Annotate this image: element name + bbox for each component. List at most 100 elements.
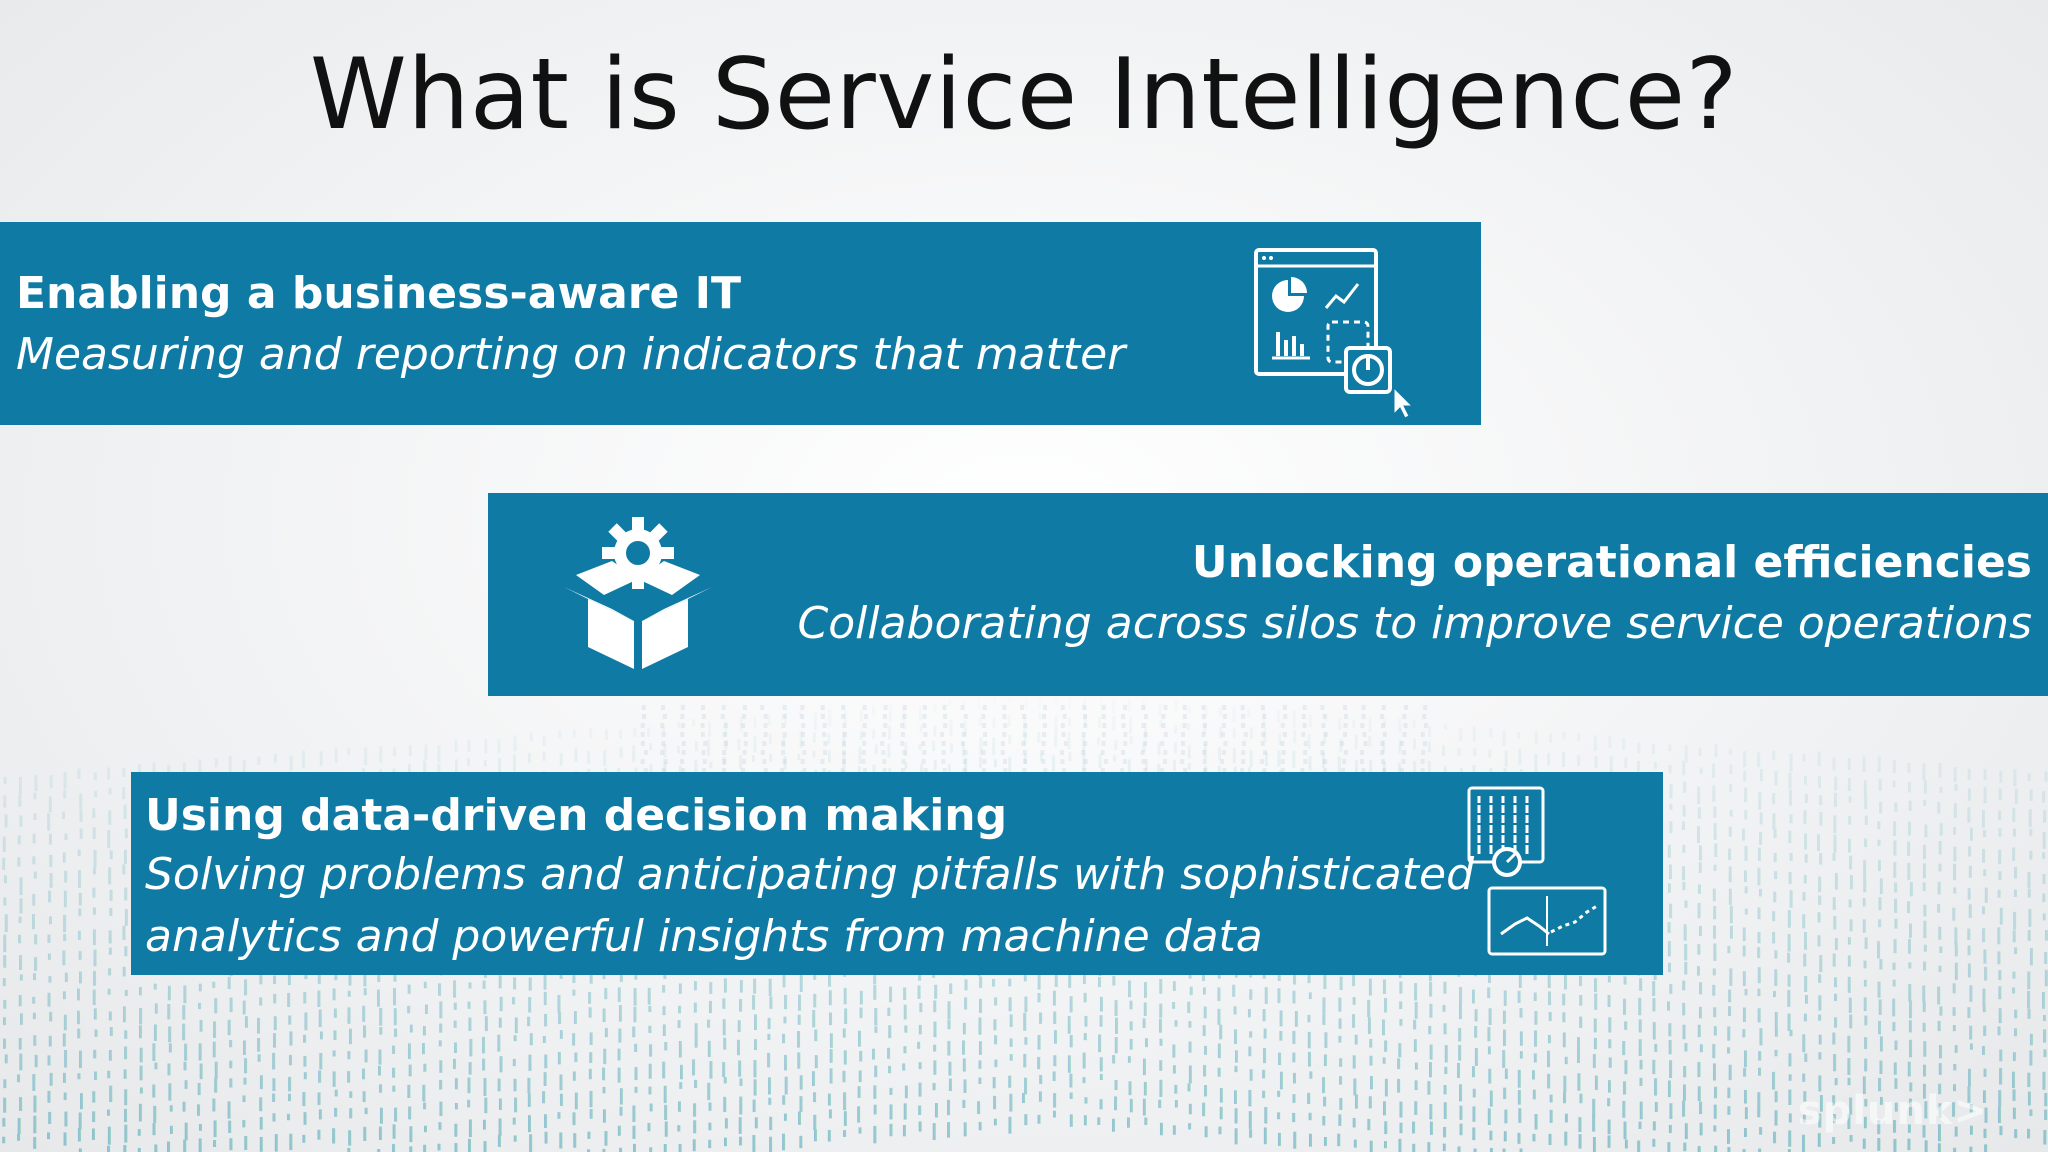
- data-texture-stroke: [139, 1007, 143, 1025]
- data-texture-stroke: [922, 714, 927, 719]
- data-texture-stroke: [559, 1132, 563, 1149]
- data-texture-stroke: [1400, 741, 1405, 746]
- data-texture-stroke: [1697, 1146, 1701, 1152]
- data-texture-stroke: [859, 710, 863, 722]
- data-texture-stroke: [1069, 1073, 1073, 1088]
- data-texture-stroke: [1669, 1060, 1673, 1079]
- data-texture-stroke: [1577, 1073, 1581, 1091]
- data-texture-stroke: [1240, 768, 1245, 773]
- data-texture-stroke: [1277, 1132, 1281, 1146]
- data-texture-stroke: [1397, 1058, 1401, 1070]
- data-texture-stroke: [288, 1093, 292, 1102]
- data-texture-stroke: [34, 774, 38, 791]
- data-texture-stroke: [62, 1033, 66, 1047]
- data-texture-stroke: [694, 760, 698, 773]
- data-texture-stroke: [92, 827, 96, 840]
- data-texture-stroke: [1624, 1139, 1628, 1149]
- data-texture-stroke: [107, 830, 111, 848]
- data-texture-stroke: [679, 1082, 683, 1089]
- data-texture-stroke: [1683, 781, 1687, 793]
- data-texture-stroke: [799, 1096, 803, 1112]
- data-texture-stroke: [1802, 1114, 1806, 1123]
- data-texture-stroke: [1818, 895, 1822, 905]
- data-texture-stroke: [1292, 990, 1296, 1004]
- data-texture-stroke: [1280, 741, 1285, 746]
- data-texture-stroke: [1053, 1093, 1057, 1108]
- data-texture-stroke: [1594, 993, 1598, 1010]
- data-texture-stroke: [722, 732, 727, 737]
- data-texture-stroke: [1162, 759, 1167, 764]
- data-texture-stroke: [17, 1118, 21, 1134]
- data-texture-stroke: [198, 1138, 202, 1152]
- data-texture-stroke: [1163, 705, 1168, 710]
- data-texture-stroke: [2027, 888, 2031, 898]
- data-texture-stroke: [183, 1139, 187, 1152]
- data-texture-stroke: [1519, 1031, 1523, 1046]
- data-texture-stroke: [379, 1007, 383, 1026]
- data-texture-stroke: [1381, 705, 1386, 710]
- data-texture-stroke: [1654, 1101, 1658, 1112]
- data-texture-stroke: [1420, 768, 1425, 773]
- data-texture-stroke: [1864, 794, 1868, 810]
- data-texture-stroke: [1729, 809, 1733, 817]
- data-texture-stroke: [1009, 1038, 1013, 1047]
- data-texture-stroke: [2029, 789, 2033, 801]
- data-texture-stroke: [1008, 694, 1012, 704]
- data-texture-stroke: [333, 1008, 337, 1018]
- data-texture-stroke: [604, 1027, 608, 1038]
- data-texture-stroke: [1054, 715, 1058, 734]
- data-texture-stroke: [544, 1131, 548, 1144]
- data-texture-stroke: [678, 983, 682, 994]
- data-texture-stroke: [228, 1120, 232, 1134]
- data-texture-stroke: [1967, 928, 1971, 940]
- data-texture-stroke: [844, 1008, 848, 1025]
- data-texture-stroke: [227, 1019, 231, 1036]
- data-texture-stroke: [4, 914, 8, 932]
- data-texture-stroke: [77, 849, 81, 857]
- data-texture-stroke: [1577, 755, 1581, 767]
- data-texture-stroke: [2014, 1028, 2018, 1037]
- band-data-driven-decisions: Using data-driven decision making Solvin…: [131, 772, 1663, 975]
- data-texture-stroke: [1081, 750, 1086, 755]
- data-texture-stroke: [1878, 1077, 1882, 1092]
- data-texture-stroke: [813, 993, 817, 1008]
- data-texture-stroke: [154, 1062, 158, 1070]
- data-texture-stroke: [1097, 716, 1101, 728]
- data-texture-stroke: [107, 1126, 111, 1145]
- data-texture-stroke: [108, 1011, 112, 1021]
- data-texture-stroke: [859, 1050, 863, 1062]
- data-texture-stroke: [1024, 1114, 1028, 1126]
- data-texture-stroke: [1342, 759, 1347, 764]
- data-texture-stroke: [2027, 773, 2031, 782]
- data-texture-stroke: [1983, 1025, 1987, 1036]
- data-texture-stroke: [1834, 792, 1838, 807]
- data-texture-stroke: [1789, 753, 1793, 772]
- data-texture-stroke: [1938, 863, 1942, 872]
- data-texture-stroke: [1308, 1133, 1312, 1147]
- data-texture-stroke: [228, 756, 232, 772]
- data-texture-stroke: [1158, 1099, 1162, 1108]
- data-texture-stroke: [1802, 914, 1806, 929]
- data-texture-stroke: [1879, 1036, 1883, 1052]
- data-texture-stroke: [559, 1093, 563, 1106]
- data-texture-stroke: [1402, 714, 1407, 719]
- data-texture-stroke: [1787, 974, 1791, 987]
- data-texture-stroke: [1967, 1086, 1971, 1103]
- data-texture-stroke: [1683, 1142, 1687, 1152]
- data-texture-stroke: [557, 1112, 561, 1119]
- data-texture-stroke: [1037, 731, 1041, 743]
- data-texture-stroke: [1594, 978, 1598, 993]
- data-texture-stroke: [34, 957, 38, 971]
- data-texture-stroke: [47, 1132, 51, 1140]
- data-texture-stroke: [1082, 973, 1086, 984]
- data-texture-stroke: [1938, 1063, 1942, 1075]
- data-texture-stroke: [1472, 765, 1476, 774]
- data-texture-stroke: [124, 1089, 128, 1106]
- data-texture-stroke: [1489, 1090, 1493, 1107]
- data-texture-stroke: [902, 1124, 906, 1137]
- data-texture-stroke: [1159, 1122, 1163, 1136]
- data-texture-stroke: [1262, 768, 1267, 773]
- data-texture-stroke: [1098, 754, 1102, 769]
- data-texture-stroke: [782, 1095, 786, 1105]
- data-texture-stroke: [1292, 710, 1296, 728]
